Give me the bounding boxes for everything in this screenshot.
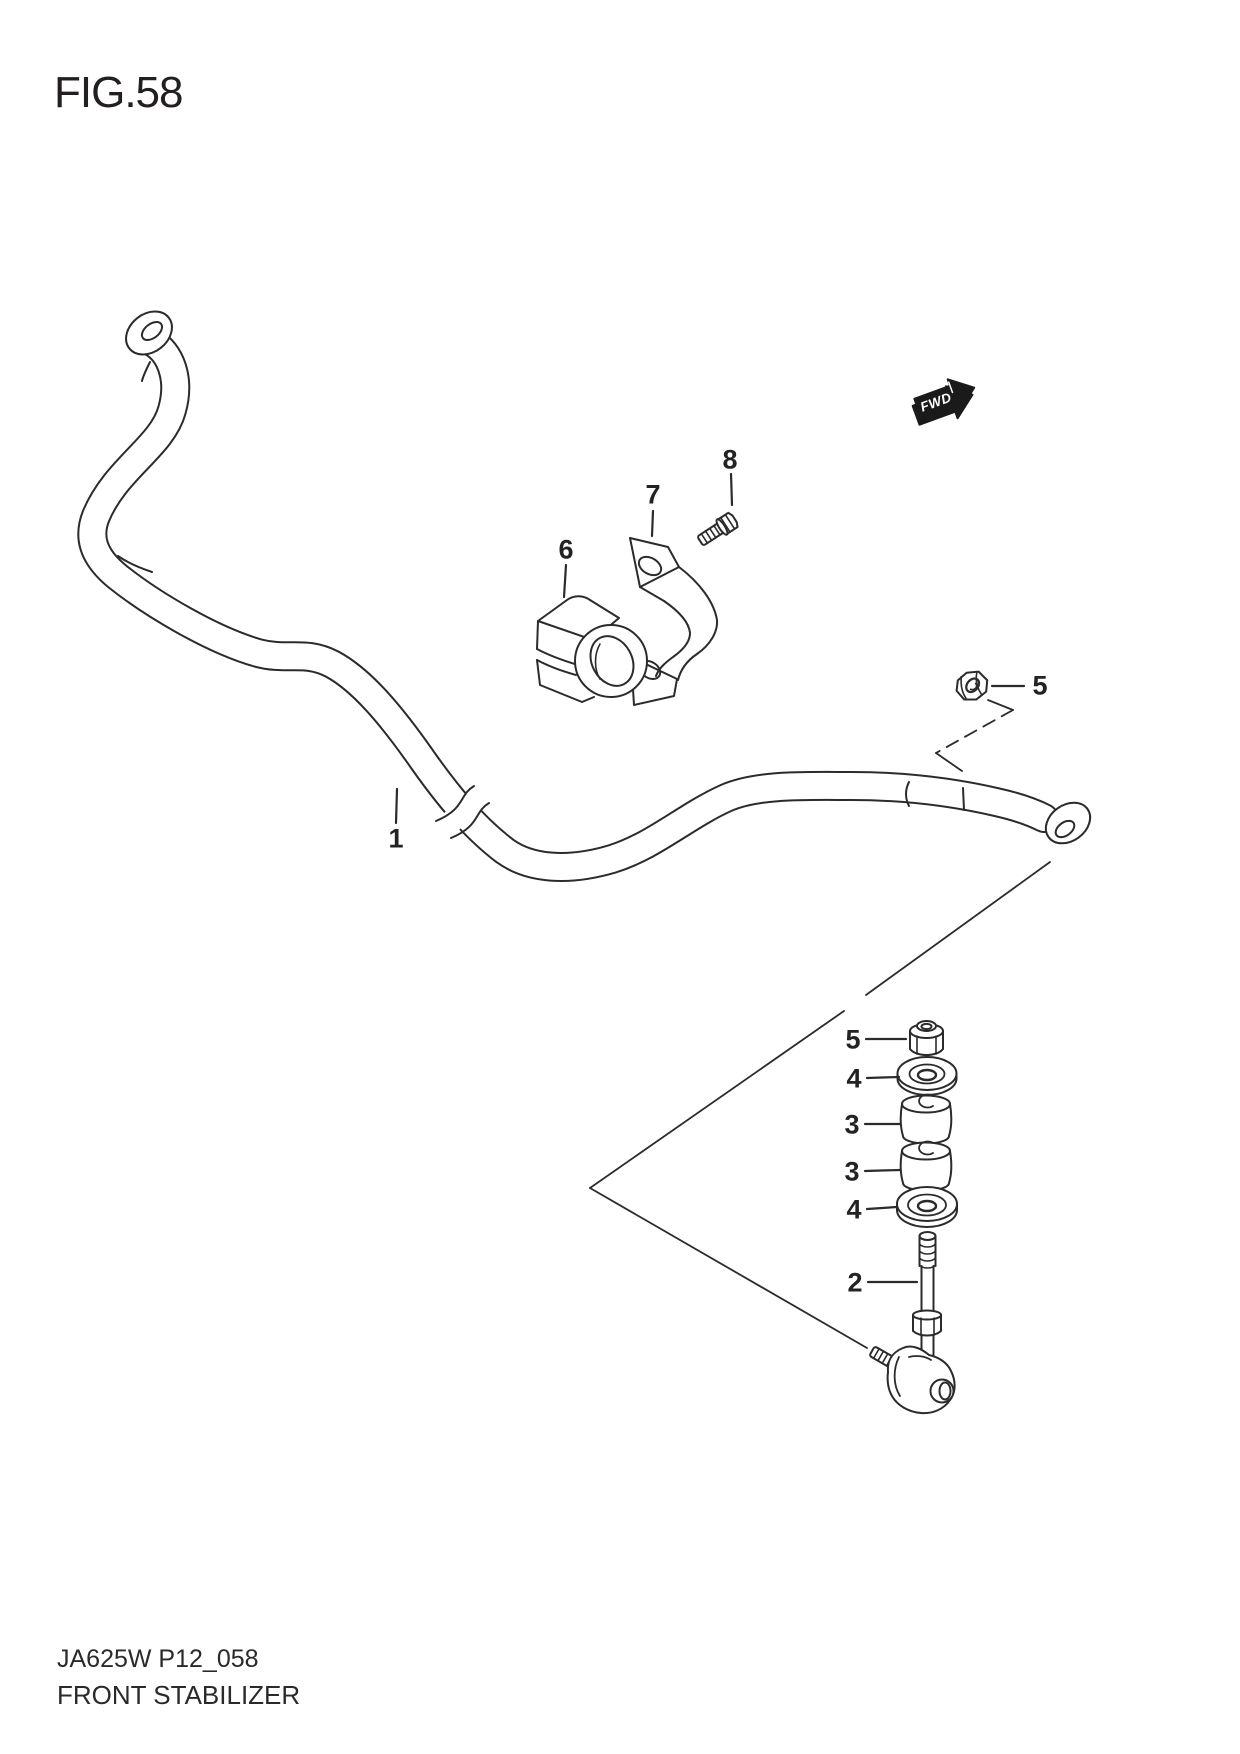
link-washer-lower [896,1186,958,1228]
bar-left-eye [125,310,173,382]
figure-title: FIG.58 [54,68,183,117]
exploded-view-lines [589,861,1051,1349]
link-rod [869,1231,956,1415]
part-callout-5: 5 [1032,670,1048,701]
part-callout-6: 6 [558,534,574,565]
link-bushing-lower [899,1140,953,1192]
clamp-mark-right [962,787,965,811]
part-callout-3: 3 [844,1109,860,1140]
footer-figure-title: FRONT STABILIZER [57,1680,301,1710]
bar-right-eye [1044,801,1092,845]
bar-break-symbol [435,785,490,839]
nut-right-drawing [935,670,1014,772]
link-assembly-drawing [869,1020,958,1415]
part-callout-1: 1 [388,823,404,854]
part-callout-4: 4 [846,1194,862,1225]
part-callout-2: 2 [847,1267,863,1298]
footer-part-code: JA625W P12_058 [57,1645,259,1673]
bushing-drawing [536,595,648,703]
part-callout-5: 5 [845,1024,861,1055]
part-callout-4: 4 [846,1063,862,1094]
clamp-mark-left [905,781,910,807]
part-callout-7: 7 [645,479,661,510]
part-callout-8: 8 [722,444,738,475]
bracket-drawing [629,537,719,706]
stabilizer-bar-drawing [77,310,1092,882]
link-bushing-upper [899,1093,953,1145]
fwd-arrow-icon: FWD [911,378,976,426]
bolt-drawing [697,511,739,546]
link-washer-upper [896,1056,958,1096]
bar-contour-line [117,555,153,573]
link-nut [909,1020,944,1056]
part-callout-3: 3 [844,1156,860,1187]
leader-lines [394,472,1026,1284]
